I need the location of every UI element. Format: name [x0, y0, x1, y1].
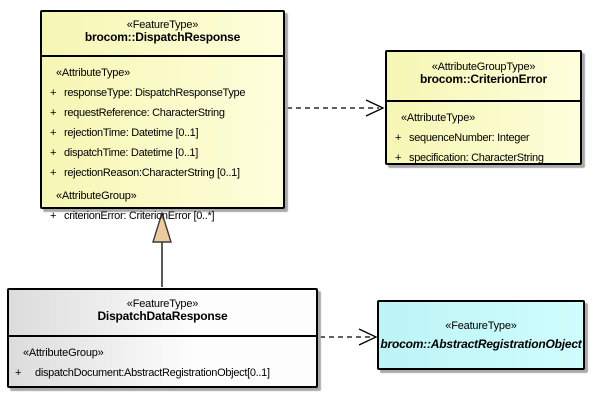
class-name: brocom::CriterionError [420, 72, 547, 86]
attributes-compartment: «AttributeGroup» + dispatchDocument:Abst… [9, 337, 316, 383]
attribute-row: + rejectionReason:CharacterString [0..1] [42, 163, 283, 183]
attribute-text: rejectionTime: Datetime [0..1] [64, 126, 199, 139]
attribute-row: + responseType: DispatchResponseType [42, 83, 283, 103]
dependency-arrow-abstract-registration-object[interactable] [320, 328, 378, 346]
class-name: brocom::AbstractRegistrationObject [380, 336, 582, 351]
section-label-attribute-group: «AttributeGroup» [23, 346, 104, 359]
attributes-compartment: «AttributeType» + sequenceNumber: Intege… [387, 102, 580, 168]
generalization-triangle-icon [152, 210, 172, 243]
attribute-row: + specification: CharacterString [387, 148, 580, 168]
class-box-abstract-registration-object[interactable]: «FeatureType» brocom::AbstractRegistrati… [377, 300, 585, 370]
attribute-text: dispatchTime: Datetime [0..1] [64, 146, 198, 159]
attribute-text: specification: CharacterString [409, 151, 544, 164]
generalization-arrow[interactable] [152, 210, 172, 287]
attribute-text: responseType: DispatchResponseType [64, 86, 246, 99]
visibility: + [50, 209, 57, 222]
class-box-dispatch-response[interactable]: «FeatureType» brocom::DispatchResponse «… [40, 10, 285, 221]
attribute-text: dispatchDocument:AbstractRegistrationObj… [35, 366, 270, 379]
attribute-text: criterionError: CriterionError [0..*] [64, 209, 215, 222]
attributes-compartment: «AttributeType» + responseType: Dispatch… [42, 57, 283, 226]
class-header: «FeatureType» brocom::DispatchResponse [42, 12, 283, 57]
class-name: brocom::DispatchResponse [84, 30, 241, 44]
attribute-row: + sequenceNumber: Integer [387, 128, 580, 148]
visibility: + [395, 151, 402, 164]
stereotype-label: «FeatureType» [445, 319, 517, 332]
stereotype-label: «AttributeGroupType» [431, 61, 536, 73]
visibility: + [50, 126, 57, 139]
attribute-text: requestReference: CharacterString [64, 106, 225, 119]
section-label-attribute-group: «AttributeGroup» [56, 189, 137, 202]
stereotype-label: «FeatureType» [126, 298, 199, 310]
visibility: + [50, 86, 57, 99]
visibility: + [50, 146, 57, 159]
class-header: «AttributeGroupType» brocom::CriterionEr… [387, 52, 580, 102]
attribute-row: + dispatchTime: Datetime [0..1] [42, 143, 283, 163]
open-arrowhead-icon [358, 328, 378, 346]
visibility: + [395, 131, 402, 144]
section-label-attribute-type: «AttributeType» [401, 111, 476, 124]
class-name: DispatchDataResponse [97, 309, 228, 323]
section-label-attribute-type: «AttributeType» [56, 66, 131, 79]
visibility: + [15, 366, 22, 379]
attribute-text: sequenceNumber: Integer [409, 131, 530, 144]
class-header: «FeatureType» DispatchDataResponse [9, 290, 316, 337]
dependency-arrow-criterion-error[interactable] [287, 99, 385, 117]
class-box-dispatch-data-response[interactable]: «FeatureType» DispatchDataResponse «Attr… [7, 288, 318, 388]
visibility: + [50, 166, 57, 179]
stereotype-label: «FeatureType» [126, 19, 199, 31]
visibility: + [50, 106, 57, 119]
attribute-row: + requestReference: CharacterString [42, 103, 283, 123]
attribute-row: + dispatchDocument:AbstractRegistrationO… [9, 363, 316, 383]
class-box-criterion-error[interactable]: «AttributeGroupType» brocom::CriterionEr… [385, 50, 582, 165]
attribute-row: + criterionError: CriterionError [0..*] [42, 206, 283, 226]
attribute-text: rejectionReason:CharacterString [0..1] [64, 166, 240, 179]
attribute-row: + rejectionTime: Datetime [0..1] [42, 123, 283, 143]
open-arrowhead-icon [365, 99, 385, 117]
